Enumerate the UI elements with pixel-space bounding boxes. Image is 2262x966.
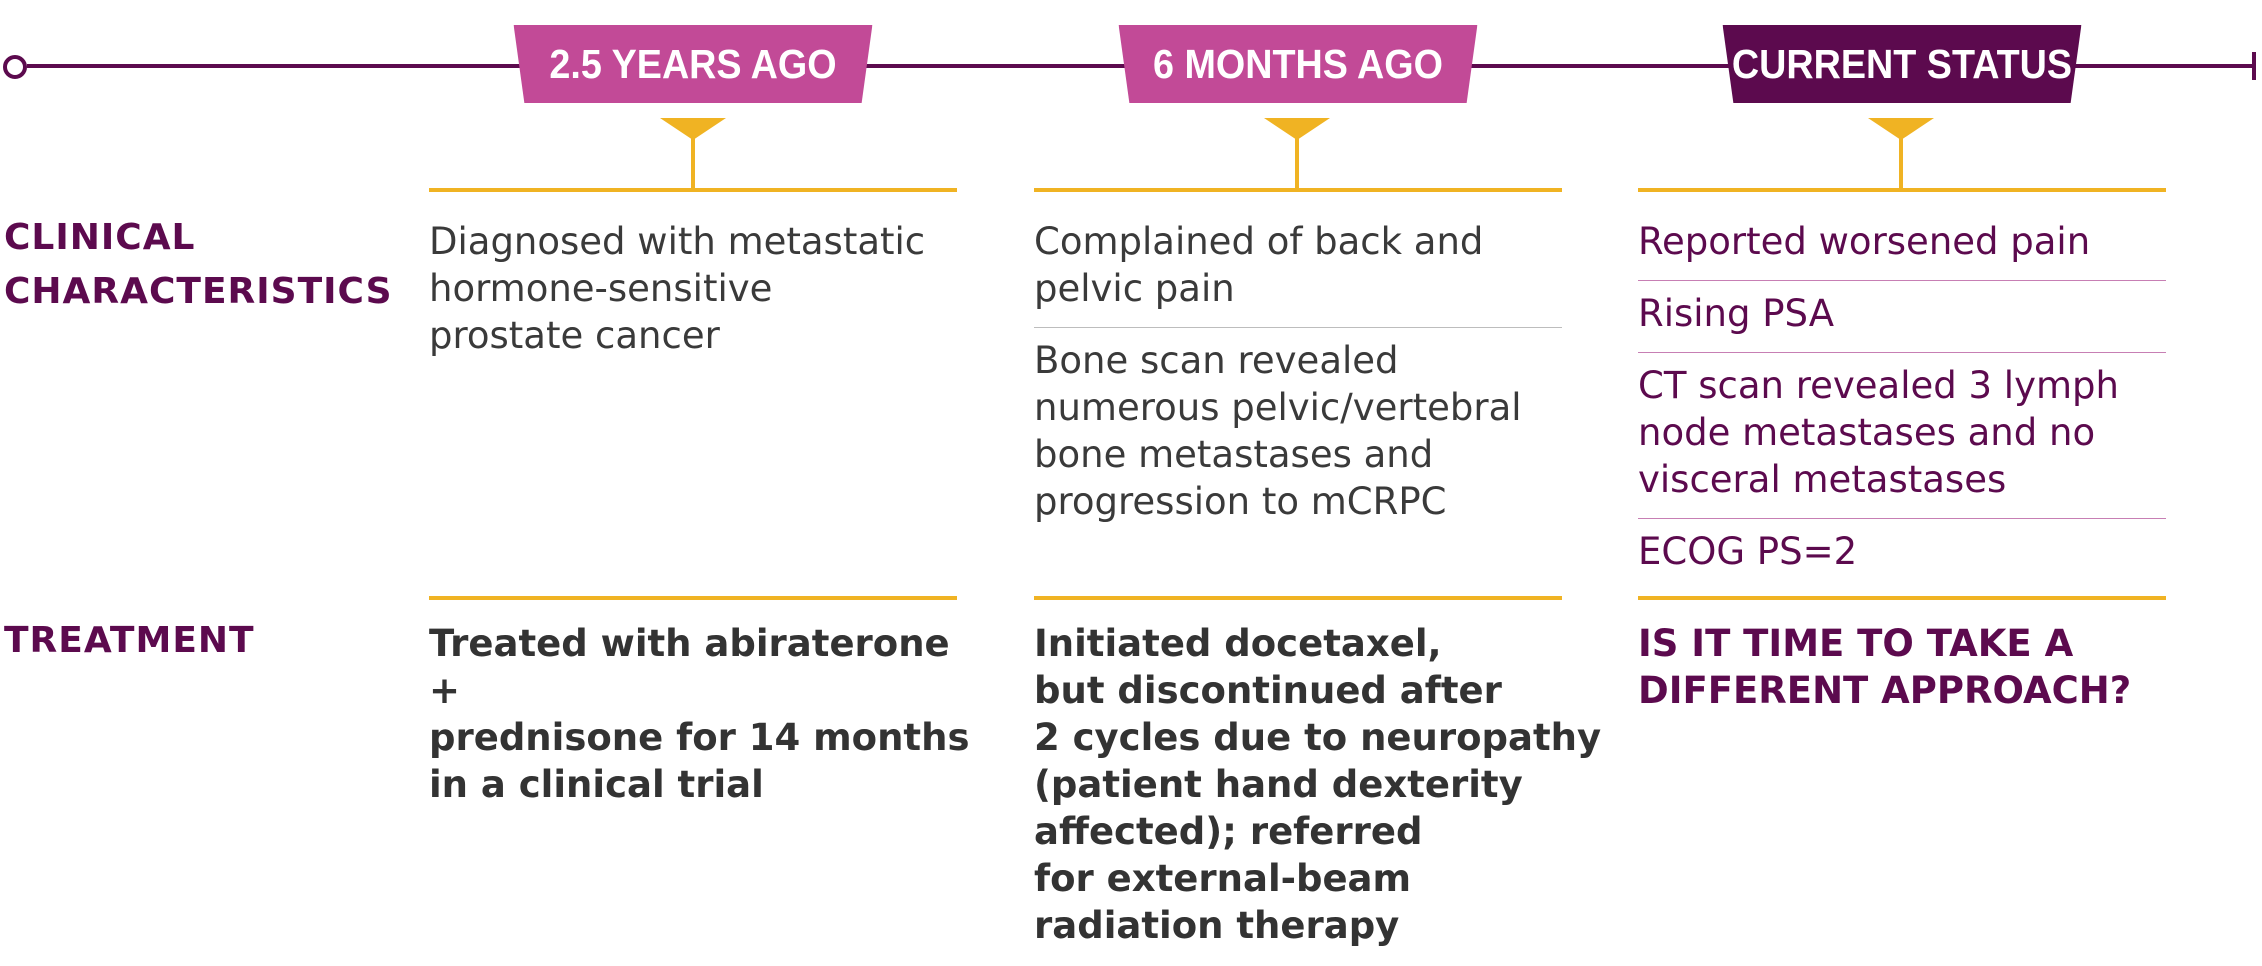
treatment-rule-3 [1638, 596, 2166, 600]
clinical-stage2-item-2: Bone scan revealed numerous pelvic/verte… [1034, 339, 1522, 523]
treatment-rule-1 [429, 596, 957, 600]
treatment-stage3-text: IS IT TIME TO TAKE A DIFFERENT APPROACH? [1638, 622, 2132, 712]
clinical-rule-1 [429, 188, 957, 192]
clinical-stage2-divider [1034, 327, 1562, 328]
treatment-stage2-text: Initiated docetaxel, but discontinued af… [1034, 622, 1602, 947]
stage-stem-3 [1899, 130, 1903, 188]
stage-banner-3: CURRENT STATUS [1722, 25, 2082, 103]
stage-pointer-3-icon [1868, 118, 1934, 140]
clinical-stage3-item-2: Rising PSA [1638, 292, 1835, 335]
treatment-stage1-text: Treated with abiraterone + prednisone fo… [429, 622, 970, 806]
stage-pointer-1-icon [660, 118, 726, 140]
row-label-treatment: TREATMENT [4, 620, 255, 661]
clinical-rule-2 [1034, 188, 1562, 192]
clinical-stage2-item-1: Complained of back and pelvic pain [1034, 220, 1484, 310]
row-label-clinical: CLINICAL CHARACTERISTICS [4, 217, 393, 312]
stage-stem-1 [691, 130, 695, 188]
clinical-stage1-text: Diagnosed with metastatic hormone-sensit… [429, 220, 926, 357]
clinical-rule-3 [1638, 188, 2166, 192]
clinical-stage3-item-1: Reported worsened pain [1638, 220, 2091, 263]
clinical-stage3-item-4: ECOG PS=2 [1638, 530, 1858, 573]
stage-banner-2: 6 MONTHS AGO [1118, 25, 1478, 103]
stage-label-3: CURRENT STATUS [1731, 40, 2073, 87]
stage-stem-2 [1295, 130, 1299, 188]
timeline-start-circle-icon [3, 55, 27, 79]
stage-label-1: 2.5 YEARS AGO [549, 40, 837, 87]
clinical-stage3-divider-2 [1638, 352, 2166, 353]
clinical-stage3-divider-1 [1638, 280, 2166, 281]
timeline-end-cap-icon [2252, 52, 2256, 80]
stage-banner-1: 2.5 YEARS AGO [513, 25, 873, 103]
treatment-rule-2 [1034, 596, 1562, 600]
stage-label-2: 6 MONTHS AGO [1153, 40, 1443, 87]
clinical-stage3-item-3: CT scan revealed 3 lymph node metastases… [1638, 364, 2119, 501]
stage-pointer-2-icon [1264, 118, 1330, 140]
clinical-stage3-divider-3 [1638, 518, 2166, 519]
